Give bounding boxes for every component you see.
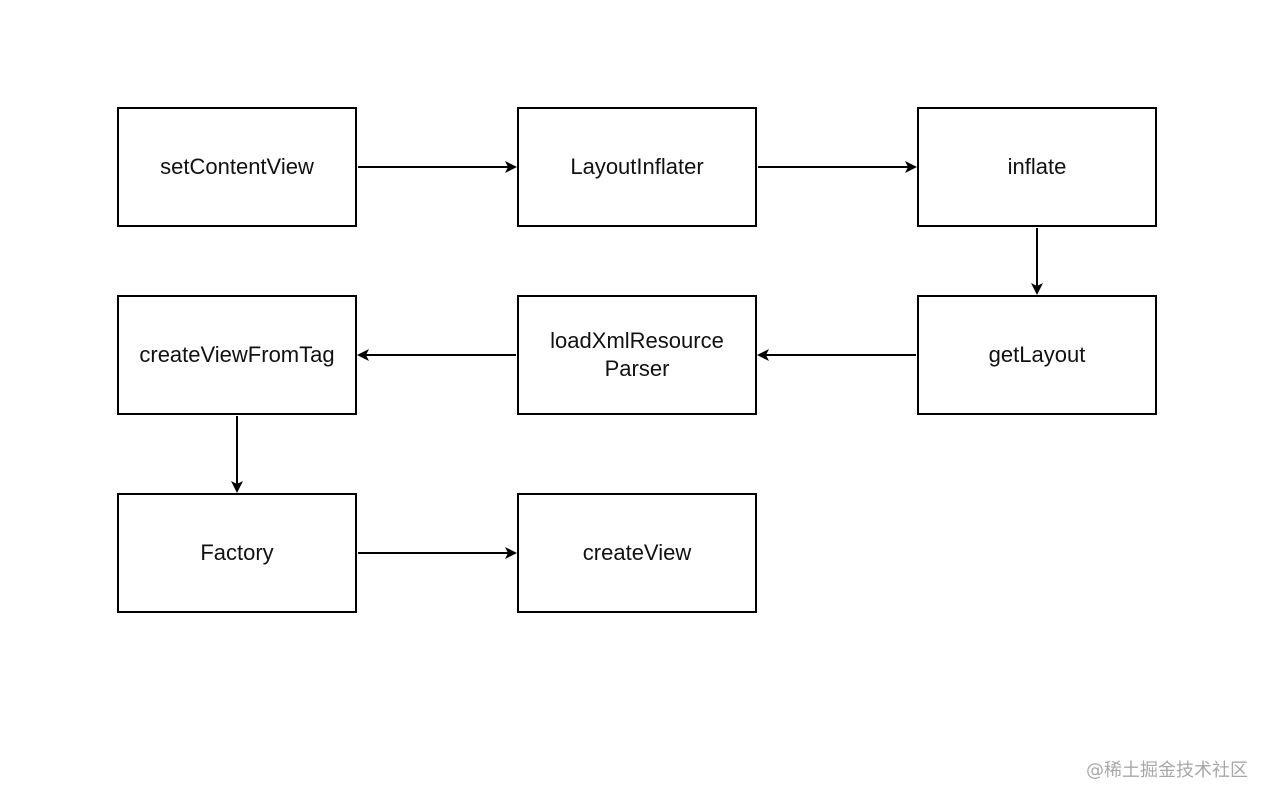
node-label: createViewFromTag	[139, 342, 335, 367]
node-label: Factory	[200, 540, 274, 565]
node-label: LayoutInflater	[570, 154, 704, 179]
node-loadxmlresourceparser: loadXmlResource Parser	[517, 295, 757, 415]
node-label: inflate	[1007, 154, 1067, 179]
node-setcontentview: setContentView	[117, 107, 357, 227]
node-layoutinflater: LayoutInflater	[517, 107, 757, 227]
node-label: createView	[582, 540, 692, 565]
node-factory: Factory	[117, 493, 357, 613]
node-createviewfromtag: createViewFromTag	[117, 295, 357, 415]
node-createview: createView	[517, 493, 757, 613]
node-label: setContentView	[160, 154, 314, 179]
node-getlayout: getLayout	[917, 295, 1157, 415]
node-label: loadXmlResource Parser	[550, 328, 724, 381]
node-inflate: inflate	[917, 107, 1157, 227]
node-label: getLayout	[988, 342, 1086, 367]
watermark: @稀土掘金技术社区	[1086, 760, 1248, 781]
